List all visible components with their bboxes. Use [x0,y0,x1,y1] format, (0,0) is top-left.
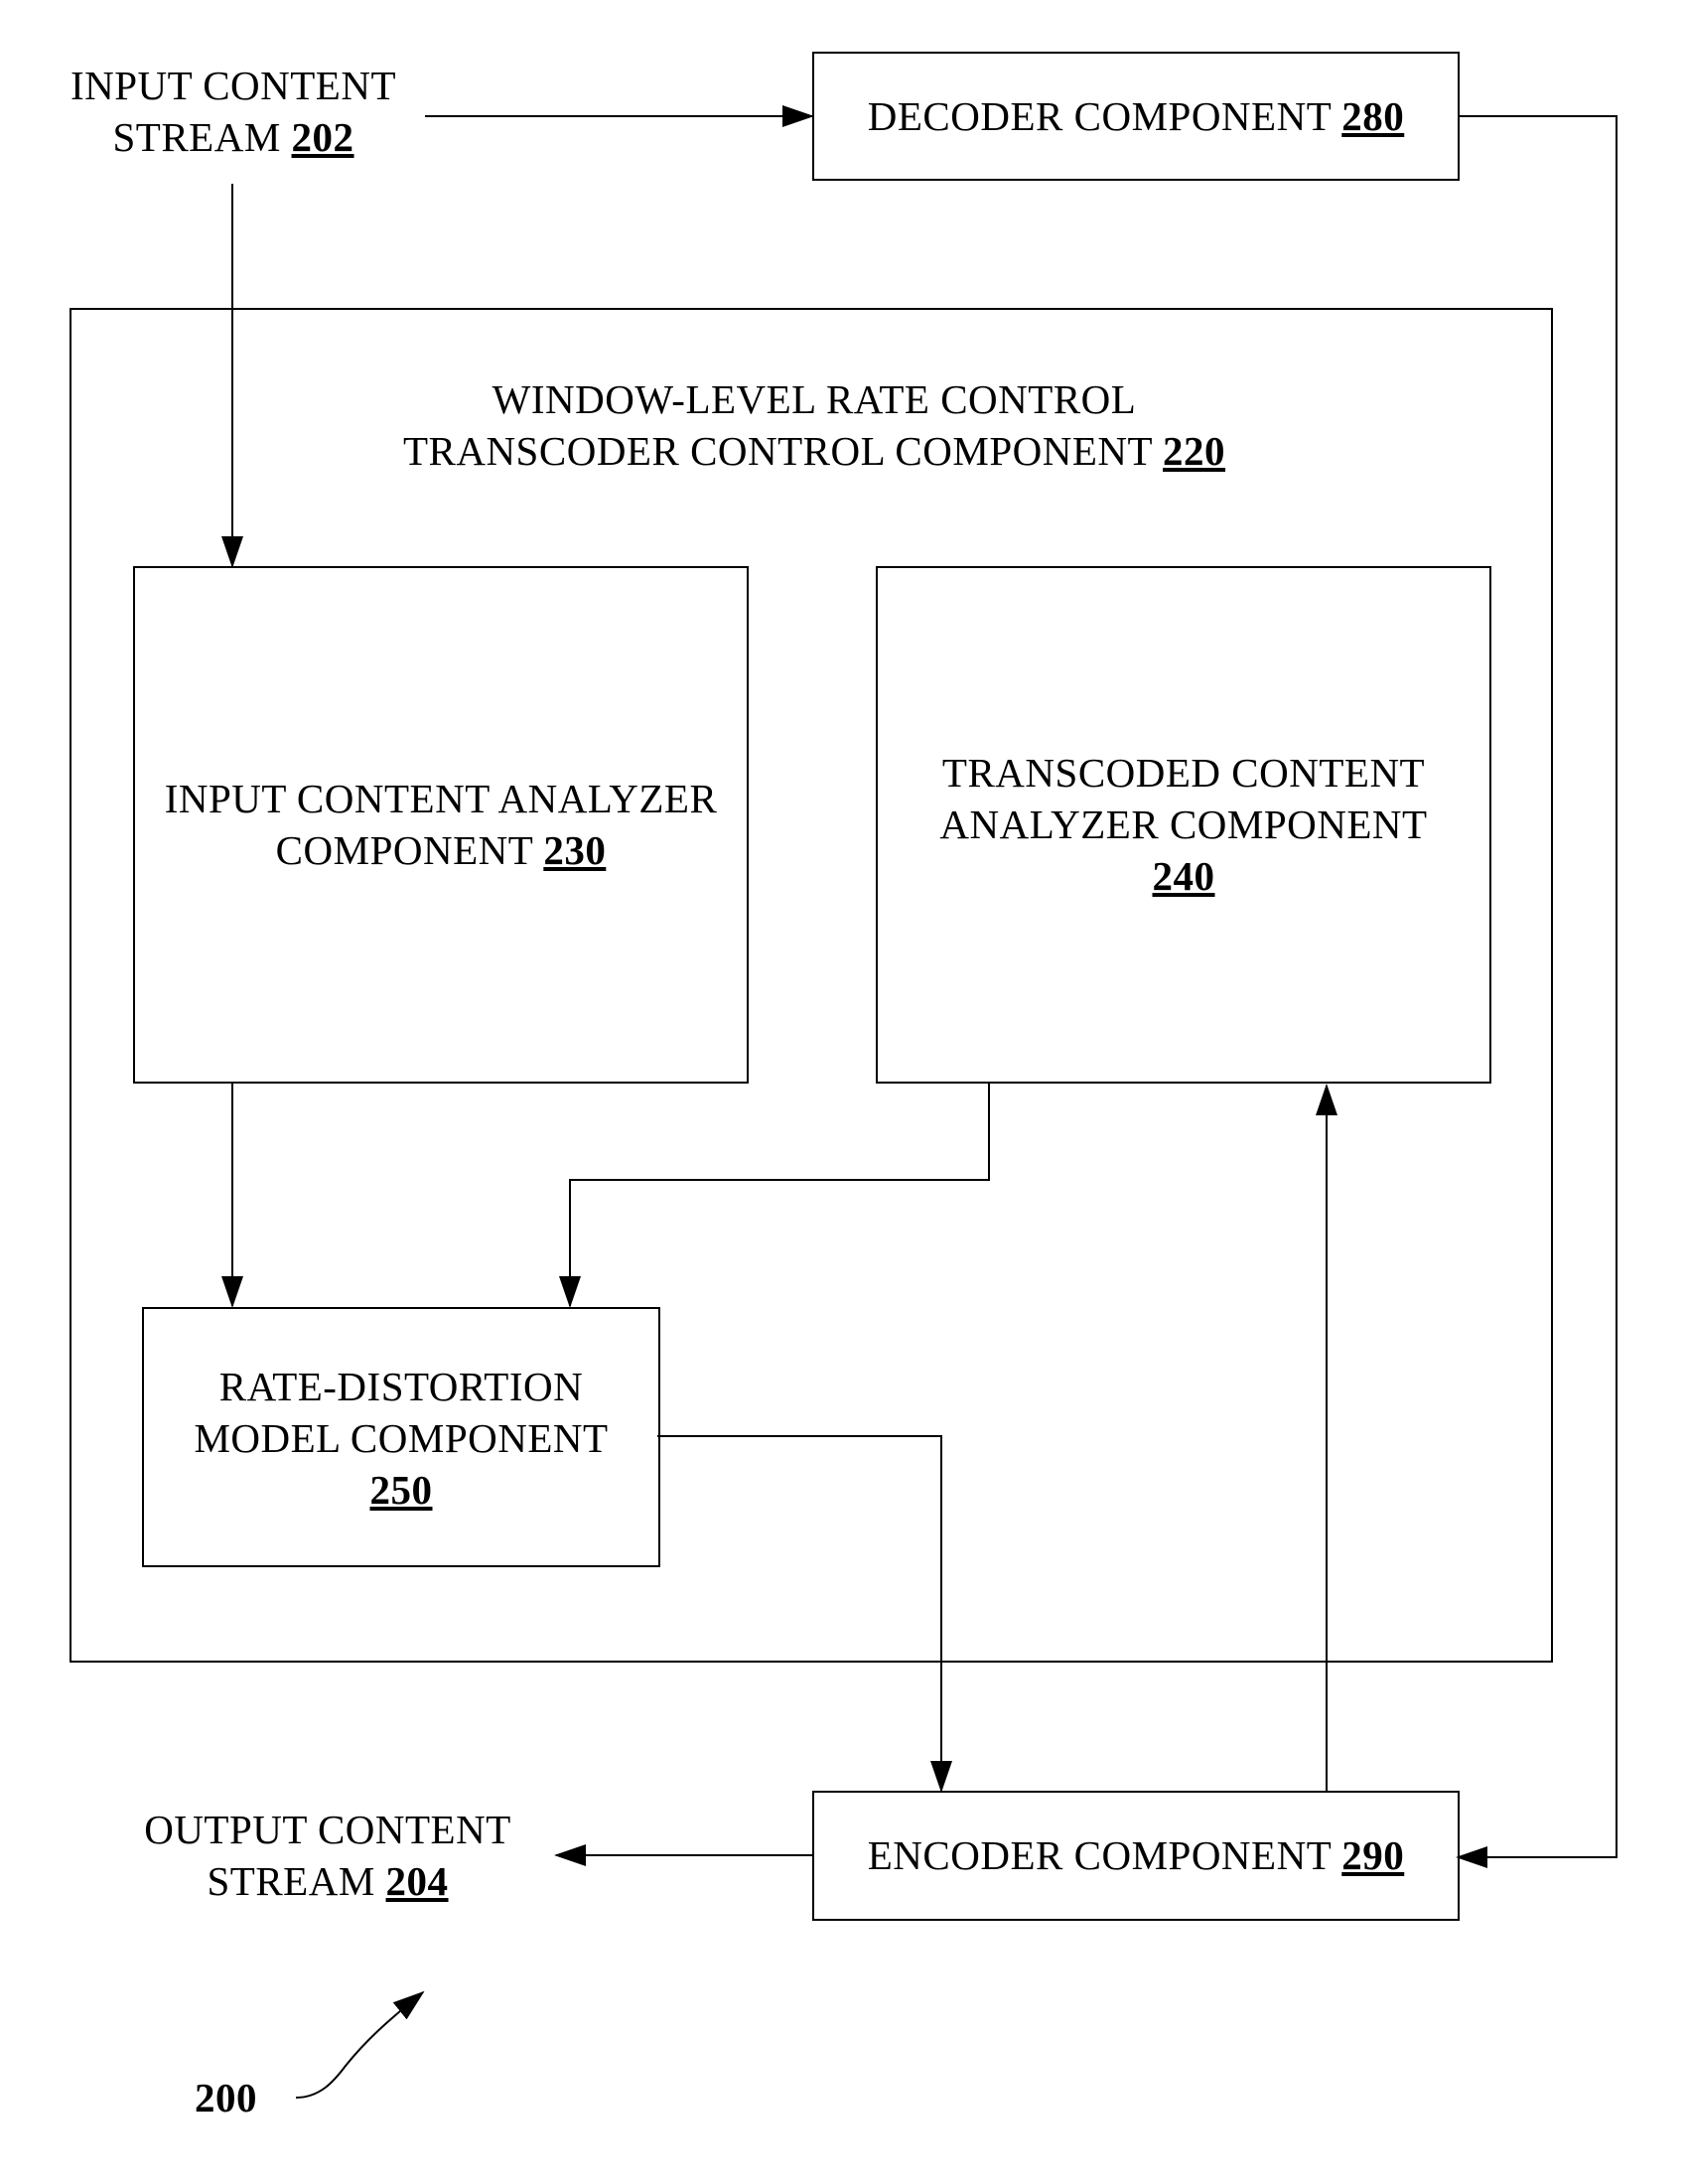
control-text: TRANSCODER CONTROL COMPONENT [403,428,1152,474]
control-ref: 220 [1163,428,1225,474]
input-content-analyzer-label: INPUT CONTENT ANALYZER COMPONENT 230 [133,773,749,876]
encoder-component-label: ENCODER COMPONENT 290 [812,1829,1460,1881]
encoder-line: ENCODER COMPONENT 290 [812,1829,1460,1881]
decoder-text: DECODER COMPONENT [868,93,1332,139]
decoder-line: DECODER COMPONENT 280 [812,90,1460,142]
output-stream-word: STREAM [207,1858,374,1904]
output-stream-line2: STREAM 204 [129,1855,526,1907]
transcoded-line2: ANALYZER COMPONENT [876,799,1491,850]
encoder-text: ENCODER COMPONENT [868,1832,1332,1878]
decoder-component-label: DECODER COMPONENT 280 [812,90,1460,142]
control-line1: WINDOW-LEVEL RATE CONTROL [298,373,1331,425]
output-stream-line1: OUTPUT CONTENT [129,1804,526,1855]
rate-distortion-model-label: RATE-DISTORTION MODEL COMPONENT 250 [142,1361,660,1516]
input-stream-word: STREAM [112,114,280,160]
figure-ref-leader [296,1992,423,2098]
input-analyzer-text: COMPONENT [276,827,533,873]
input-content-stream-label: INPUT CONTENT STREAM 202 [40,60,427,163]
transcoder-control-component-label: WINDOW-LEVEL RATE CONTROL TRANSCODER CON… [298,373,1331,477]
output-content-stream-label: OUTPUT CONTENT STREAM 204 [129,1804,526,1907]
rd-line1: RATE-DISTORTION [142,1361,660,1412]
input-analyzer-line2: COMPONENT 230 [133,824,749,876]
transcoded-ref: 240 [876,850,1491,902]
input-stream-line2: STREAM 202 [40,111,427,163]
transcoded-line1: TRANSCODED CONTENT [876,747,1491,799]
rd-ref: 250 [142,1464,660,1516]
input-stream-line1: INPUT CONTENT [40,60,427,111]
decoder-ref: 280 [1341,93,1404,139]
input-analyzer-line1: INPUT CONTENT ANALYZER [133,773,749,824]
figure-reference-number: 200 [195,2072,304,2123]
encoder-ref: 290 [1341,1832,1404,1878]
transcoded-content-analyzer-label: TRANSCODED CONTENT ANALYZER COMPONENT 24… [876,747,1491,902]
input-analyzer-ref: 230 [543,827,606,873]
control-line2: TRANSCODER CONTROL COMPONENT 220 [298,425,1331,477]
rd-line2: MODEL COMPONENT [142,1412,660,1464]
output-stream-ref: 204 [386,1858,449,1904]
figure-ref-text: 200 [195,2072,304,2123]
input-stream-ref: 202 [292,114,354,160]
